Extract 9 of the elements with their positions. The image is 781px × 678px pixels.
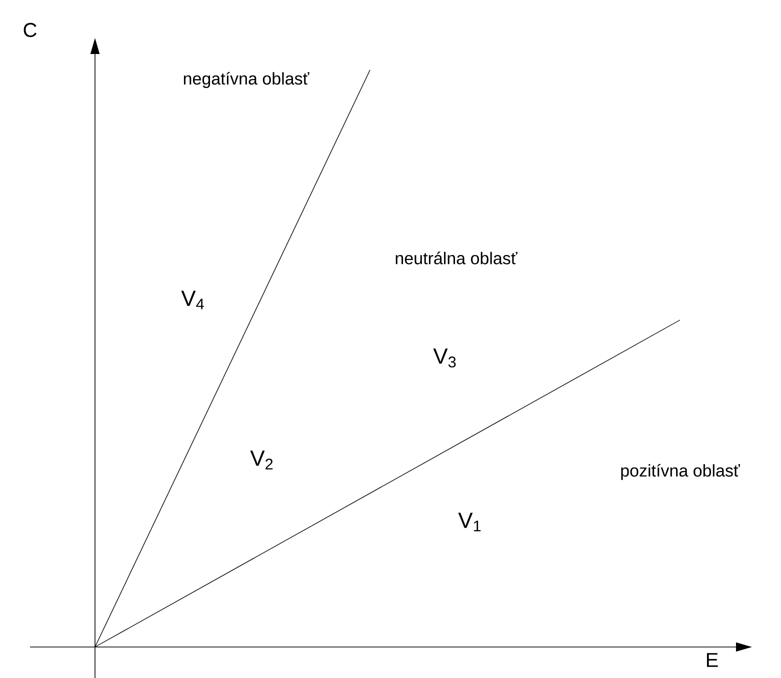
region-label: pozitívna oblasť <box>621 464 740 480</box>
region-label: neutrálna oblasť <box>396 252 518 264</box>
axis-label: C <box>24 22 36 38</box>
axis-label: E <box>706 653 718 667</box>
region-symbol: V$_{4}$ <box>181 290 204 310</box>
region-symbol: V$_{3}$ <box>433 348 456 368</box>
region-label: negatívna oblasť <box>184 72 310 88</box>
region-symbol: V$_{2}$ <box>250 450 273 470</box>
region-symbol: V$_{1}$ <box>458 512 481 532</box>
